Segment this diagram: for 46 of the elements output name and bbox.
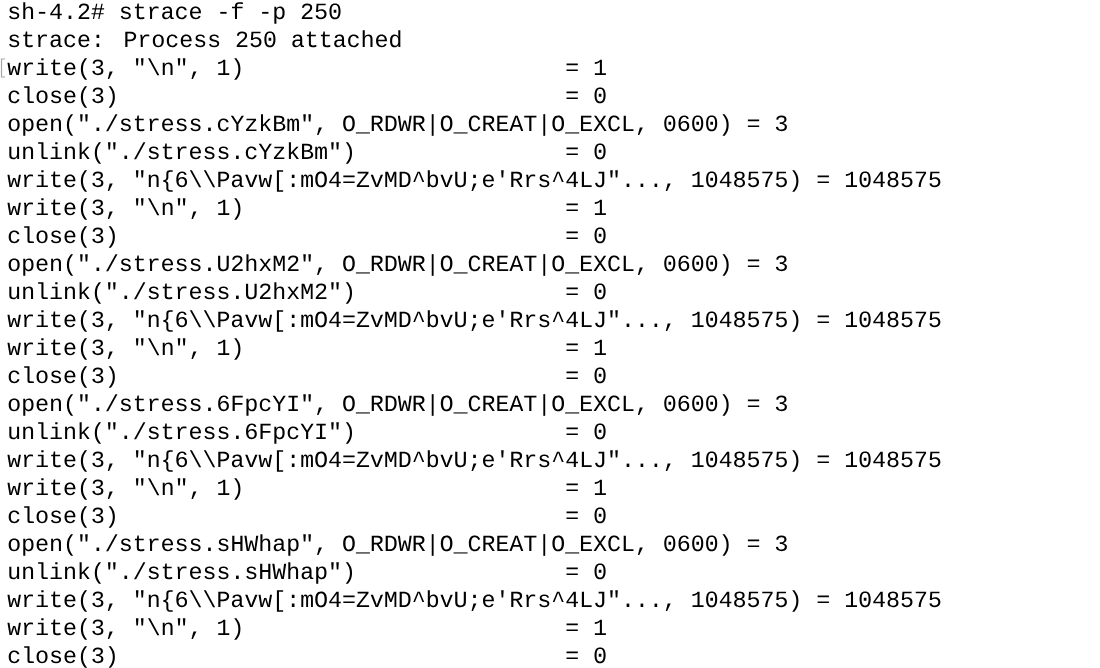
terminal-text: close(3) xyxy=(8,506,115,528)
terminal-text: = 3 xyxy=(747,395,787,412)
terminal-text: strace: Process 250 attached xyxy=(9,30,401,48)
terminal-text: unlink("./stress.U2hxM2") xyxy=(9,282,353,304)
terminal-text: = 0 xyxy=(566,367,606,384)
terminal-text: = 0 xyxy=(566,507,606,524)
terminal-text: = 1048575 xyxy=(817,451,941,468)
terminal-text: = 1 xyxy=(566,479,606,495)
terminal-text: = 0 xyxy=(566,423,606,440)
terminal-text: = 3 xyxy=(747,255,787,272)
terminal-text: = 1048575 xyxy=(817,171,941,188)
terminal-text: write(3, "\n", 1) xyxy=(7,618,241,640)
terminal-text: write(3, "\n", 1) xyxy=(7,58,241,80)
terminal-text: unlink("./stress.sHWhap") xyxy=(9,562,353,584)
terminal-text: write(3, "n{6\\Pavw[:mO4=ZvMD^bvU;e'Rrs^4LJ"..., 1048575) xyxy=(7,590,799,612)
terminal-text: open("./stress.cYzkBm", O_RDWR|O_CREAT|O_EXCL, 0600) xyxy=(8,114,729,136)
terminal-text: write(3, "\n", 1) xyxy=(7,478,241,500)
terminal-text: open("./stress.U2hxM2", O_RDWR|O_CREAT|O_EXCL, 0600) xyxy=(8,254,729,276)
terminal-text: close(3) xyxy=(8,86,115,108)
terminal-text: = 1 xyxy=(566,619,606,635)
terminal-text: unlink("./stress.cYzkBm") xyxy=(9,142,353,164)
terminal-text: = 1048575 xyxy=(817,311,941,328)
terminal-text: = 0 xyxy=(566,143,606,160)
terminal-text: = 0 xyxy=(566,563,606,580)
terminal-text: sh-4.2# strace -f -p 250 xyxy=(9,2,341,24)
terminal-text: write(3, "n{6\\Pavw[:mO4=ZvMD^bvU;e'Rrs^4LJ"..., 1048575) xyxy=(7,450,799,472)
terminal-text: open("./stress.6FpcYI", O_RDWR|O_CREAT|O_EXCL, 0600) xyxy=(8,394,729,416)
terminal-text: write(3, "n{6\\Pavw[:mO4=ZvMD^bvU;e'Rrs^4LJ"..., 1048575) xyxy=(7,310,799,332)
terminal-text: close(3) xyxy=(8,226,115,248)
terminal-text: = 0 xyxy=(566,227,606,244)
terminal-text: = 1 xyxy=(566,339,606,355)
terminal-text: = 1 xyxy=(566,199,606,215)
terminal-text: unlink("./stress.6FpcYI") xyxy=(9,422,353,444)
terminal-text: close(3) xyxy=(8,646,115,668)
terminal-text: = 3 xyxy=(747,535,787,552)
terminal-text: = 1048575 xyxy=(817,591,941,608)
terminal-text: write(3, "n{6\\Pavw[:mO4=ZvMD^bvU;e'Rrs^4LJ"..., 1048575) xyxy=(7,170,799,192)
terminal-text: write(3, "\n", 1) xyxy=(7,198,241,220)
terminal-text: close(3) xyxy=(8,366,115,388)
terminal-text: = 1 xyxy=(566,59,606,75)
terminal-text: = 3 xyxy=(747,115,787,132)
terminal-text: write(3, "\n", 1) xyxy=(7,338,241,360)
terminal-text: open("./stress.sHWhap", O_RDWR|O_CREAT|O_EXCL, 0600) xyxy=(8,534,729,556)
terminal-text: = 0 xyxy=(566,87,606,104)
terminal-text: = 0 xyxy=(566,283,606,300)
terminal-text: = 0 xyxy=(566,647,606,664)
